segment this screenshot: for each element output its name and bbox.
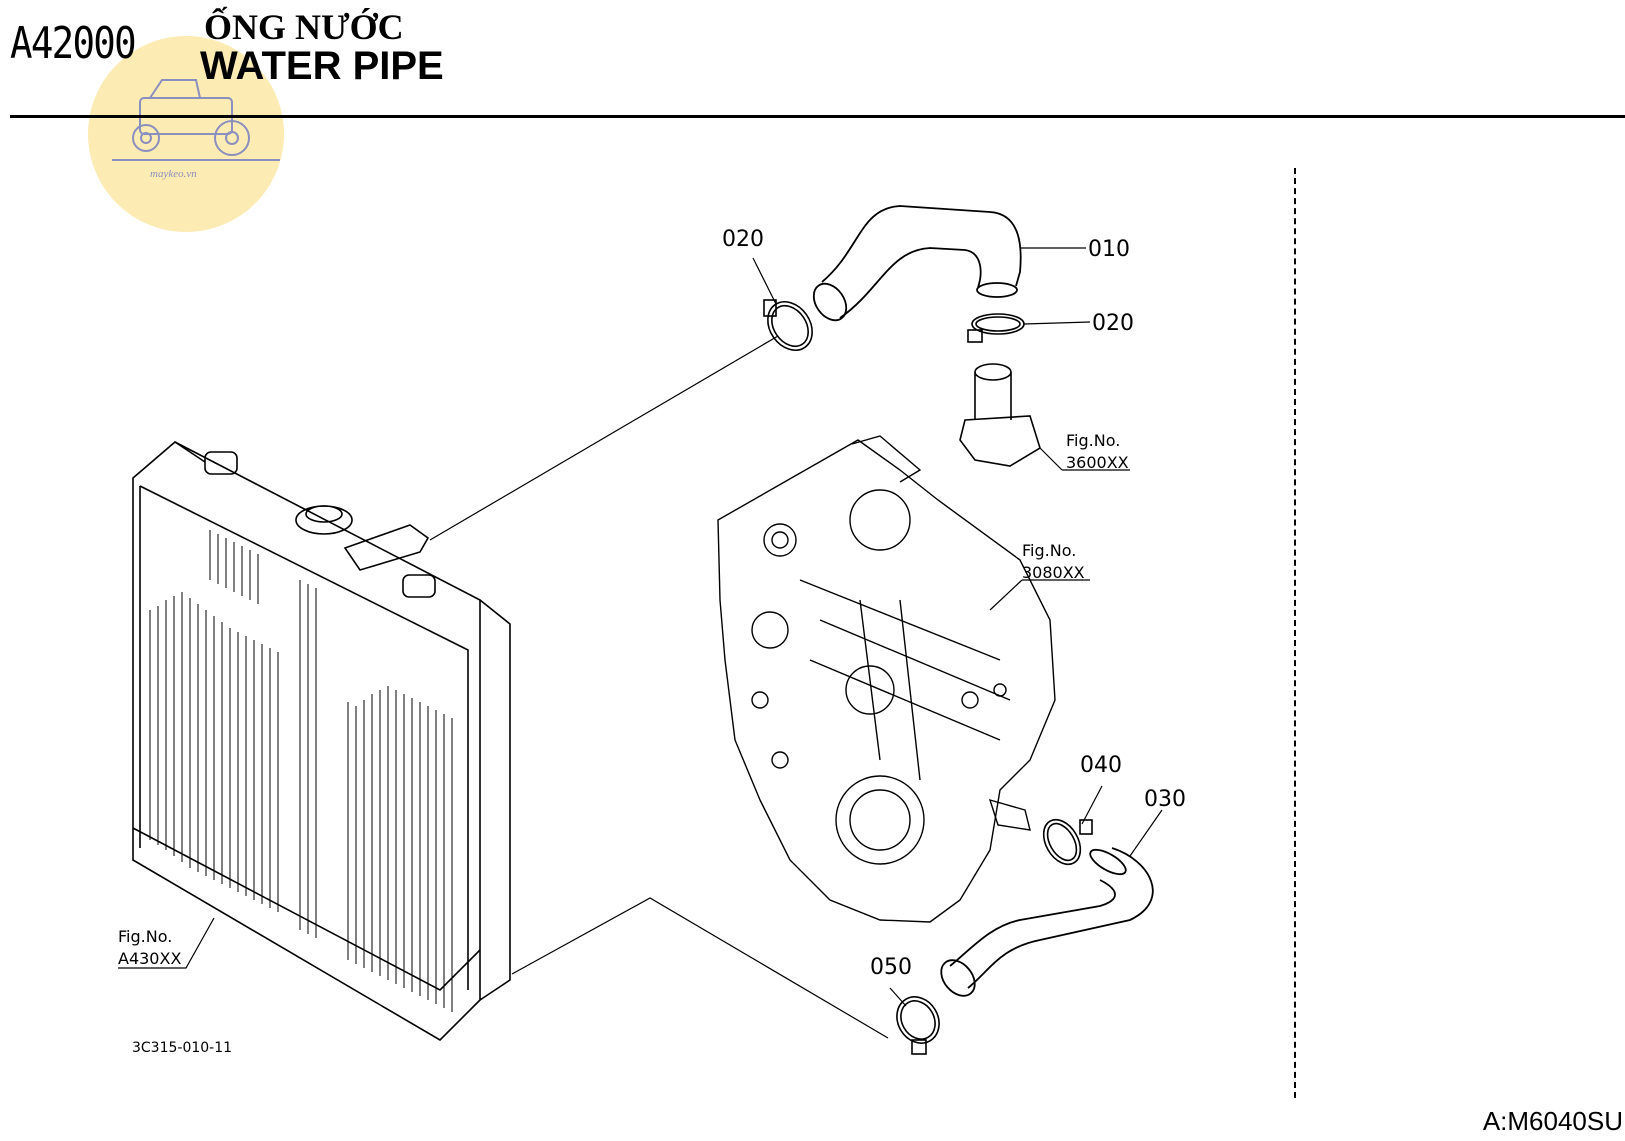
clamp-050 (896, 996, 940, 1055)
gear-case-drawing (717, 435, 1056, 923)
upper-hose (812, 205, 1022, 322)
thermostat-housing (959, 363, 1041, 467)
watermark-text: maykeo.vn (150, 168, 197, 180)
fig-gearcase-line2: 3080XX (1022, 563, 1085, 582)
callout-020-top-right: 020 (1092, 311, 1134, 336)
lower-hose (940, 847, 1154, 997)
fig-radiator-line1: Fig.No. (118, 927, 172, 946)
fig-radiator-line2: A430XX (118, 949, 181, 968)
callout-040: 040 (1080, 753, 1122, 778)
callout-030: 030 (1144, 787, 1186, 812)
callout-020-top-left: 020 (722, 227, 764, 252)
clamp-top-right (967, 313, 1025, 343)
fig-gearcase-line1: Fig.No. (1022, 541, 1076, 560)
radiator-drawing (132, 441, 511, 1042)
drawing-reference: 3C315-010-11 (132, 1040, 233, 1056)
vertical-dashed-divider (1294, 168, 1296, 1098)
header-rule (10, 115, 1625, 118)
tractor-icon (112, 79, 280, 161)
callout-010: 010 (1088, 237, 1130, 262)
clamp-top-left (763, 299, 813, 351)
model-label: A:M6040SU (1482, 1106, 1623, 1136)
title-english: WATER PIPE (200, 44, 444, 88)
radiator-core (149, 530, 453, 1012)
title-vietnamese: ỐNG NƯỚC (204, 7, 404, 47)
fig-thermostat-line2: 3600XX (1066, 453, 1129, 472)
part-code: A42000 (10, 18, 137, 69)
callout-050: 050 (870, 955, 912, 980)
clamp-040 (1042, 818, 1093, 866)
leader-lines (118, 247, 1163, 1039)
fig-thermostat-line1: Fig.No. (1066, 431, 1120, 450)
